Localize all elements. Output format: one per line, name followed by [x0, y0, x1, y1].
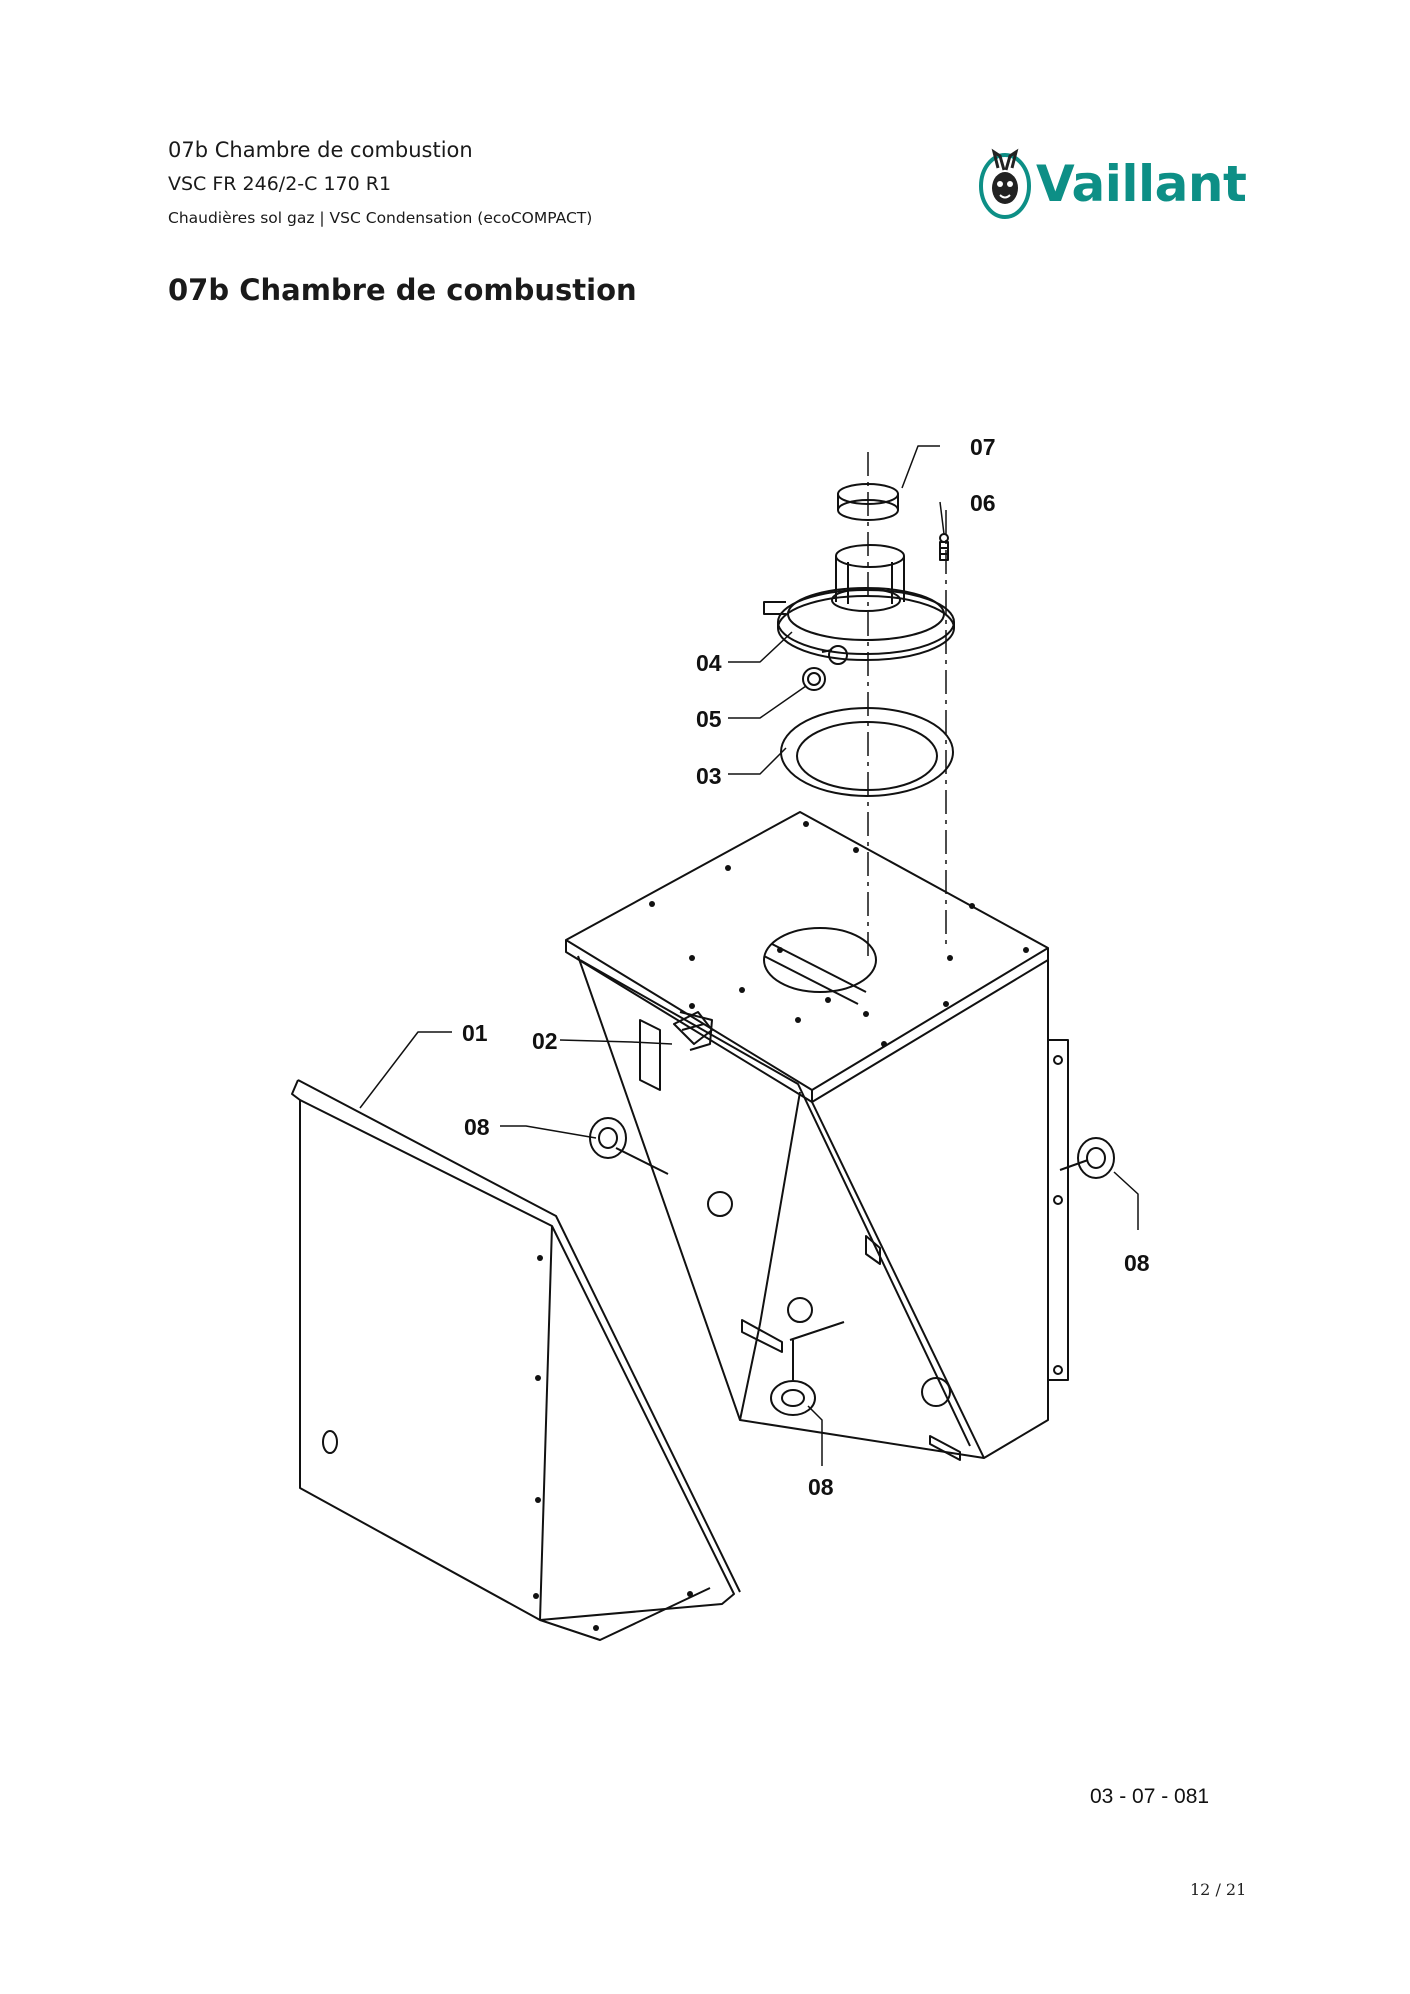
document-header: 07b Chambre de combustion VSC FR 246/2-C… [168, 134, 592, 234]
callout-07: 07 [970, 434, 996, 460]
header-model: VSC FR 246/2-C 170 R1 [168, 173, 392, 195]
part-08-grommet-left [589, 1117, 669, 1175]
part-05-plug [802, 667, 826, 691]
part-07-ring [837, 483, 899, 521]
callout-01: 01 [462, 1020, 488, 1046]
part-08-grommet-bottom [770, 1340, 816, 1416]
header-section: 07b Chambre de combustion [168, 138, 473, 162]
leader-lines [359, 445, 1139, 1466]
logo-wordmark: Vaillant [1036, 155, 1247, 213]
header-category: Chaudières sol gaz | VSC Condensation (e… [168, 209, 593, 227]
part-03-gasket [780, 707, 954, 797]
part-06-screw [939, 533, 949, 561]
callout-05: 05 [696, 706, 722, 732]
callout-08-left: 08 [464, 1114, 490, 1140]
callout-02: 02 [532, 1028, 558, 1054]
callout-08-bottom: 08 [808, 1474, 834, 1500]
part-08-grommet-right [1059, 1137, 1115, 1179]
page-number: 12 / 21 [1190, 1880, 1247, 1899]
callout-06: 06 [970, 490, 996, 516]
callout-03: 03 [696, 763, 722, 789]
part-01-cover [291, 1079, 741, 1641]
callout-08-right: 08 [1124, 1250, 1150, 1276]
callout-04: 04 [696, 650, 722, 676]
combustion-chamber-box [565, 811, 1069, 1461]
axis-lines [867, 452, 947, 960]
hare-emblem-icon [979, 148, 1031, 219]
vaillant-logo: Vaillant [978, 142, 1248, 226]
part-04-adapter [763, 544, 955, 665]
page-title: 07b Chambre de combustion [168, 273, 637, 307]
part-02-clip [673, 1011, 713, 1045]
drawing-reference: 03 - 07 - 081 [1090, 1785, 1210, 1808]
